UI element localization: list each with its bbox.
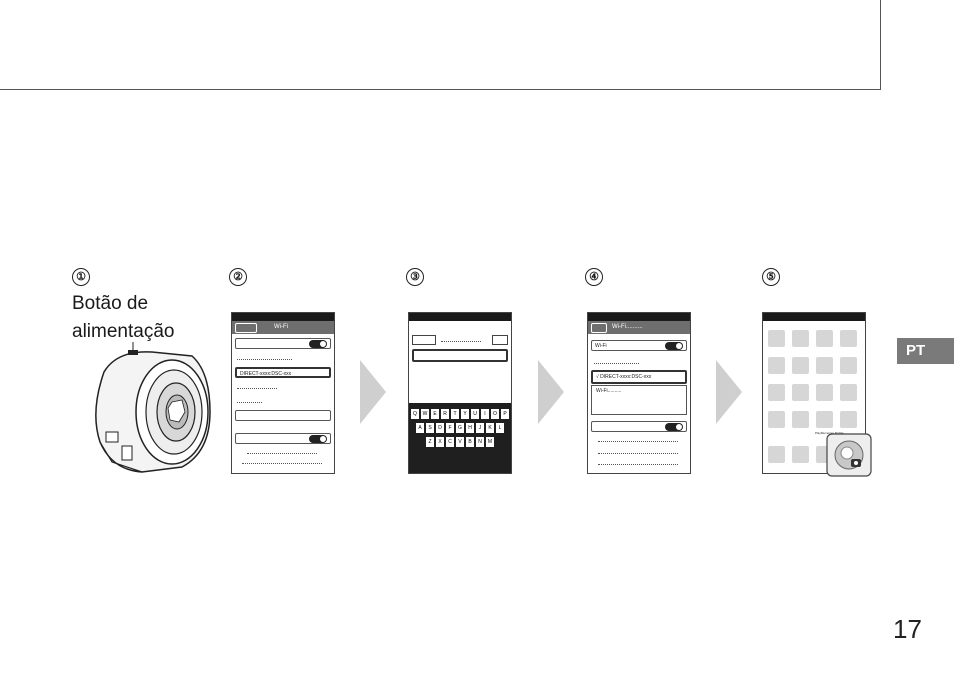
arrow-2-to-3 — [360, 360, 386, 424]
caption-line-2: alimentação — [72, 321, 175, 342]
phone-password-entry: Q W E R T Y U I O P A S D F G H J K L Z … — [408, 312, 512, 474]
step-2-number: ② — [229, 268, 247, 286]
keyboard: Q W E R T Y U I O P A S D F G H J K L Z … — [409, 403, 511, 473]
app-label: PlayMemories Mobile — [815, 431, 844, 435]
caption-line-1: Botão de — [72, 293, 149, 314]
step-3-number: ③ — [406, 268, 424, 286]
power-button-caption: Botão de alimentação — [72, 290, 174, 346]
phone-wifi-settings: Wi-Fi DIRECT-xxxx:DSC-xxx — [231, 312, 335, 474]
arrow-4-to-5 — [716, 360, 742, 424]
step-1-number: ① — [72, 268, 90, 286]
power-button-icon — [128, 350, 138, 355]
lens-camera-illustration — [95, 342, 211, 473]
page-number: 17 — [893, 614, 922, 644]
arrow-3-to-4 — [538, 360, 564, 424]
phone2-network-row: DIRECT-xxxx:DSC-xxx — [235, 367, 331, 378]
step-4-number: ④ — [585, 268, 603, 286]
language-tab: PT — [897, 338, 954, 364]
step-5-number: ⑤ — [762, 268, 780, 286]
header-rule — [0, 89, 881, 90]
phone2-title: Wi-Fi — [274, 324, 288, 330]
playmemories-app-icon — [826, 433, 872, 477]
header-vertical-rule — [880, 0, 881, 90]
phone-wifi-connected: Wi-Fi.......... Wi-Fi √ DIRECT-xxxx:DSC-… — [587, 312, 691, 474]
phone4-network-row: √ DIRECT-xxxx:DSC-xxx — [591, 370, 687, 384]
